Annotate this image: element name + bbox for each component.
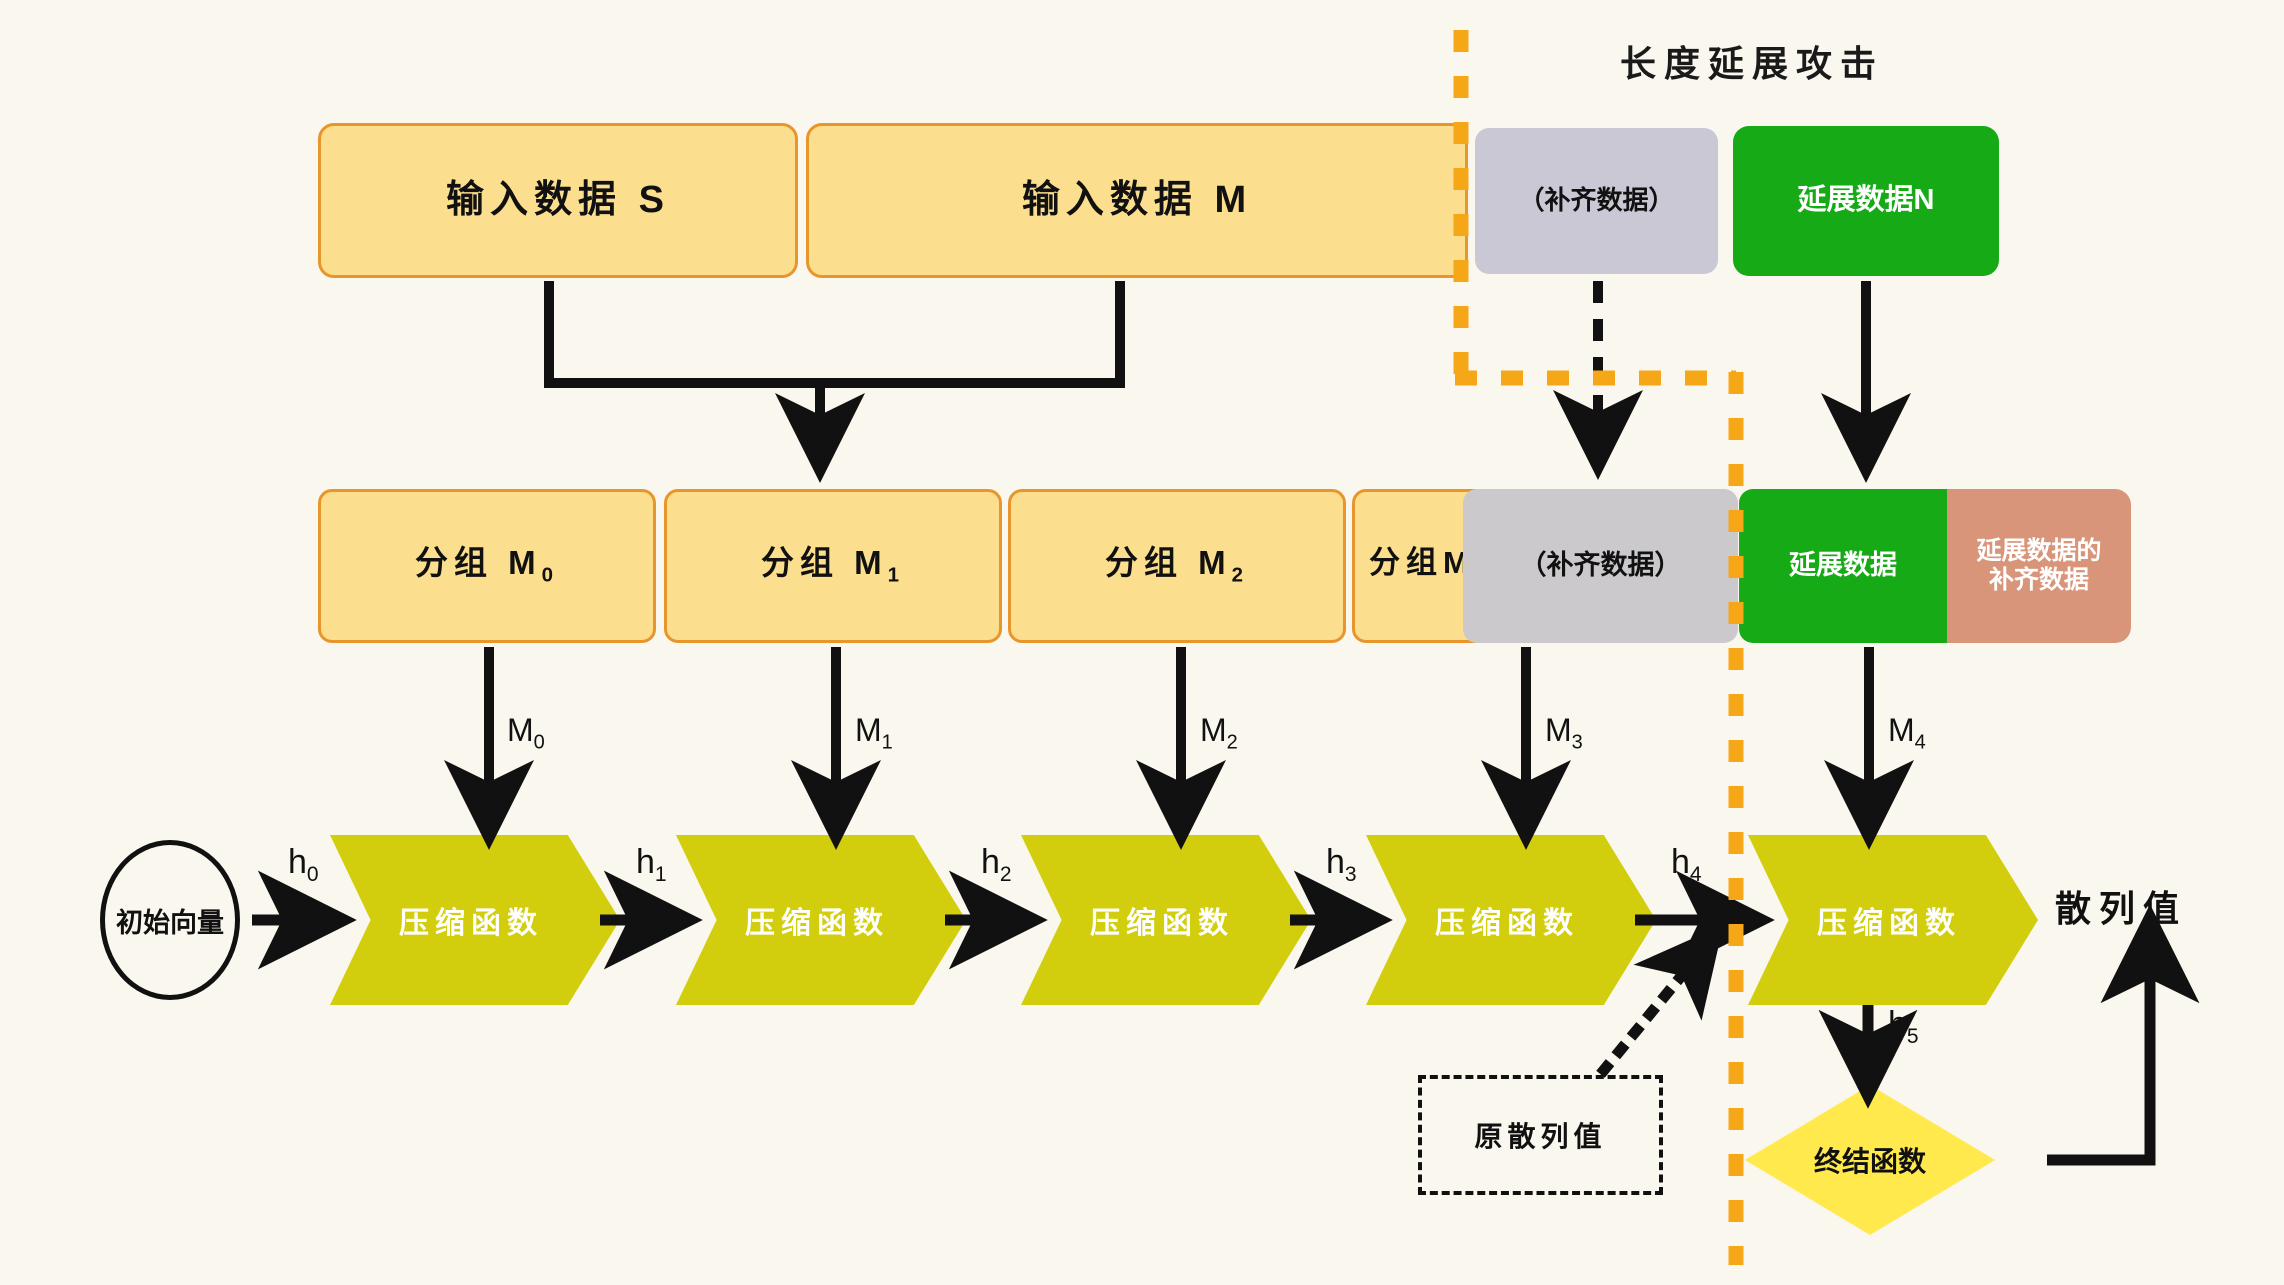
label-m0: M0 bbox=[507, 712, 545, 754]
finalization-function-label: 终结函数 bbox=[1813, 1146, 1926, 1177]
compression-function-4: 压缩函数 bbox=[1748, 835, 2038, 1005]
group-block-m0: 分组 M0 bbox=[318, 489, 656, 643]
original-hash-box: 原散列值 bbox=[1418, 1075, 1663, 1195]
group-block-extension-padding-line1: 延展数据的 bbox=[1976, 537, 2102, 566]
input-block-padding: （补齐数据） bbox=[1475, 128, 1718, 274]
initial-vector-circle: 初始向量 bbox=[100, 840, 240, 1000]
group-block-m2: 分组 M2 bbox=[1008, 489, 1346, 643]
hash-output-label: 散列值 bbox=[2055, 888, 2188, 929]
label-h5: h5 bbox=[1888, 1005, 1919, 1048]
input-block-padding-label: （补齐数据） bbox=[1518, 185, 1675, 216]
group-block-extension-padding: 延展数据的 补齐数据 bbox=[1947, 489, 2131, 643]
label-m4: M4 bbox=[1888, 712, 1926, 754]
input-block-extension-n: 延展数据N bbox=[1733, 126, 1999, 276]
block-feed-arrows bbox=[444, 647, 1914, 851]
label-m2: M2 bbox=[1200, 712, 1238, 754]
input-block-m: 输入数据 M bbox=[806, 123, 1468, 278]
group-block-m3-label: 分组M3 bbox=[1369, 545, 1486, 585]
compression-function-1: 压缩函数 bbox=[676, 835, 966, 1005]
page-title: 长度延展攻击 bbox=[1620, 43, 1885, 84]
label-h0: h0 bbox=[288, 843, 319, 886]
label-h4: h4 bbox=[1671, 843, 1702, 886]
group-block-padding-label: （补齐数据） bbox=[1519, 550, 1682, 581]
input-block-s: 输入数据 S bbox=[318, 123, 798, 278]
label-m1: M1 bbox=[855, 712, 893, 754]
input-block-s-label: 输入数据 S bbox=[446, 178, 670, 221]
group-block-m1: 分组 M1 bbox=[664, 489, 1002, 643]
compression-function-4-label: 压缩函数 bbox=[1817, 907, 1961, 940]
compression-function-2: 压缩函数 bbox=[1021, 835, 1311, 1005]
label-h3: h3 bbox=[1326, 843, 1357, 886]
merge-bracket bbox=[544, 281, 1125, 484]
label-m3: M3 bbox=[1545, 712, 1583, 754]
group-block-extension-padding-line2: 补齐数据 bbox=[1988, 566, 2089, 594]
group-block-extension-label: 延展数据 bbox=[1789, 550, 1897, 581]
input-block-m-label: 输入数据 M bbox=[1021, 178, 1253, 221]
group-block-m1-label: 分组 M1 bbox=[760, 544, 906, 588]
compression-function-0: 压缩函数 bbox=[330, 835, 620, 1005]
input-block-extension-n-label: 延展数据N bbox=[1797, 184, 1935, 217]
compression-function-2-label: 压缩函数 bbox=[1090, 907, 1234, 940]
original-hash-label: 原散列值 bbox=[1474, 1121, 1607, 1152]
finalization-function-diamond: 终结函数 bbox=[1745, 1085, 1995, 1235]
label-h2: h2 bbox=[981, 843, 1012, 886]
hash-output-arrow bbox=[2047, 904, 2200, 1166]
label-h1: h1 bbox=[636, 843, 667, 886]
group-block-extension: 延展数据 bbox=[1739, 489, 1947, 643]
group-block-padding: （补齐数据） bbox=[1463, 489, 1738, 643]
compression-function-3-label: 压缩函数 bbox=[1435, 907, 1579, 940]
initial-vector-label: 初始向量 bbox=[116, 907, 224, 938]
compression-function-0-label: 压缩函数 bbox=[399, 907, 543, 940]
compression-function-1-label: 压缩函数 bbox=[745, 907, 889, 940]
compression-function-3: 压缩函数 bbox=[1366, 835, 1656, 1005]
group-block-m0-label: 分组 M0 bbox=[414, 544, 560, 588]
group-block-m2-label: 分组 M2 bbox=[1104, 544, 1250, 588]
